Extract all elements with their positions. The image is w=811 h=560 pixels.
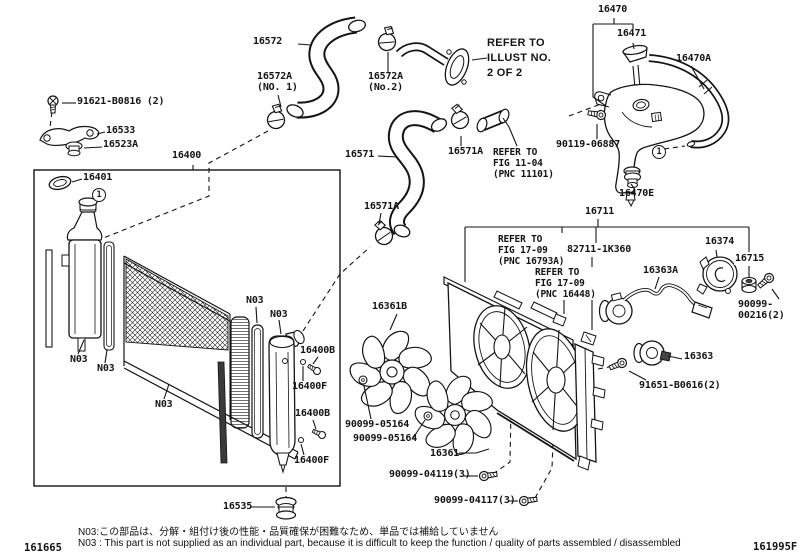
part-label-16400: 16400 <box>172 150 202 161</box>
part-label-16361: 16361 <box>430 448 460 459</box>
radiator-assembly-box <box>33 169 341 487</box>
upper-radiator-hose <box>286 16 366 119</box>
fan-16361 <box>413 375 496 458</box>
tank-screws <box>298 359 328 443</box>
radiator-left-tank <box>45 197 115 352</box>
part-label-16470a: 16470A <box>676 53 711 64</box>
part-label-90099-00216: 90099-00216(2) <box>738 299 785 321</box>
part-label-16571a-mid: 16571A <box>364 201 399 212</box>
bolt-91651 <box>607 356 629 373</box>
fan-hub-screws <box>358 375 433 421</box>
hose-clamp-16572a-no2 <box>375 23 401 54</box>
radiator-core <box>123 255 299 464</box>
part-label-16523a: 16523A <box>103 139 138 150</box>
figure-code-right: 161995F <box>753 541 798 553</box>
note-refer-fig-11-04: REFER TO FIG 11-04 (PNC 11101) <box>493 147 554 180</box>
hose-clamp-16571a-top <box>448 102 471 131</box>
part-label-16571a-top: 16571A <box>448 146 483 157</box>
footnote-english: N03 : This part is not supplied as an in… <box>78 538 681 549</box>
index-marker-1b: 1 <box>652 145 666 159</box>
overflow-hose-16470a <box>648 54 730 149</box>
motor-harness-16363a <box>622 283 713 319</box>
water-outlet-stub <box>476 108 510 133</box>
part-label-16470: 16470 <box>598 4 628 15</box>
part-label-91621-b0816: 91621-B0816 (2) <box>77 96 165 107</box>
note-n03-1: N03 <box>70 354 88 365</box>
drain-plug <box>275 496 297 520</box>
part-label-16361b: 16361B <box>372 301 407 312</box>
reservoir-grommet-16470e <box>623 166 642 188</box>
part-label-82711-1k360: 82711-1K360 <box>566 244 633 256</box>
footnote-japanese: N03:この部品は、分解・組付け後の性能・品質確保が困難なため、単品では補給して… <box>78 527 499 538</box>
part-label-16363: 16363 <box>684 351 714 362</box>
fan-motor-with-harness <box>598 292 633 325</box>
part-label-16535: 16535 <box>223 501 253 512</box>
part-label-16711: 16711 <box>585 206 615 217</box>
part-label-16572a-no2: 16572A (No.2) <box>368 71 403 93</box>
screw-90099-00216 <box>755 271 776 291</box>
part-label-90119-06887: 90119-06887 <box>556 139 621 150</box>
part-label-16374: 16374 <box>705 236 735 247</box>
water-inlet-pipe <box>395 42 470 86</box>
note-n03-4: N03 <box>246 295 264 306</box>
part-label-16363a: 16363A <box>643 265 678 276</box>
part-label-90099-04117: 90099-04117(3) <box>434 495 516 506</box>
part-label-16471: 16471 <box>617 28 647 39</box>
part-label-16572a-no1: 16572A (NO. 1) <box>257 71 298 93</box>
nut-16715 <box>741 276 757 294</box>
bolt-90099-04117 <box>518 494 539 507</box>
note-refer-fig-17-09-a: REFER TO FIG 17-09 (PNC 16793A) <box>497 234 566 267</box>
part-label-16470e: 16470E <box>619 188 654 199</box>
note-n03-2: N03 <box>97 363 115 374</box>
fan-16361b <box>348 330 435 417</box>
part-label-16533: 16533 <box>106 125 136 136</box>
fan-shroud <box>443 276 606 471</box>
part-label-16400f-1: 16400F <box>292 381 327 392</box>
part-label-16400b-2: 16400B <box>295 408 330 419</box>
note-refer-illust: REFER TO ILLUST NO. 2 OF 2 <box>487 37 552 79</box>
fan-motor-16363 <box>633 340 672 366</box>
radiator-right-tank <box>268 329 305 474</box>
part-label-16401: 16401 <box>83 172 113 183</box>
part-label-91651-b0616: 91651-B0616(2) <box>639 380 721 391</box>
bracket-16533 <box>39 95 100 157</box>
part-label-16400f-2: 16400F <box>294 455 329 466</box>
index-marker-1a: 1 <box>92 188 106 202</box>
part-label-16571: 16571 <box>345 149 375 160</box>
lower-radiator-hose <box>387 110 448 238</box>
hose-clamp-16572a-no1 <box>265 102 288 131</box>
part-label-90099-05164-1: 90099-05164 <box>345 419 410 430</box>
part-label-90099-04119: 90099-04119(3) <box>389 469 471 480</box>
figure-code-left: 161665 <box>24 542 62 554</box>
bolt-90119-06887 <box>586 107 607 121</box>
motor-bracket-16374 <box>696 256 738 295</box>
note-refer-fig-17-09-b: REFER TO FIG 17-09 (PNC 16448) <box>534 267 597 300</box>
part-label-16715: 16715 <box>734 253 766 265</box>
part-label-16572: 16572 <box>253 36 283 47</box>
part-label-90099-05164-2: 90099-05164 <box>353 433 418 444</box>
part-label-16400b-1: 16400B <box>300 345 335 356</box>
note-n03-3: N03 <box>155 399 173 410</box>
note-n03-5: N03 <box>270 309 288 320</box>
reservoir-cap-gasket <box>48 175 72 191</box>
bolt-90099-04119 <box>478 469 499 482</box>
